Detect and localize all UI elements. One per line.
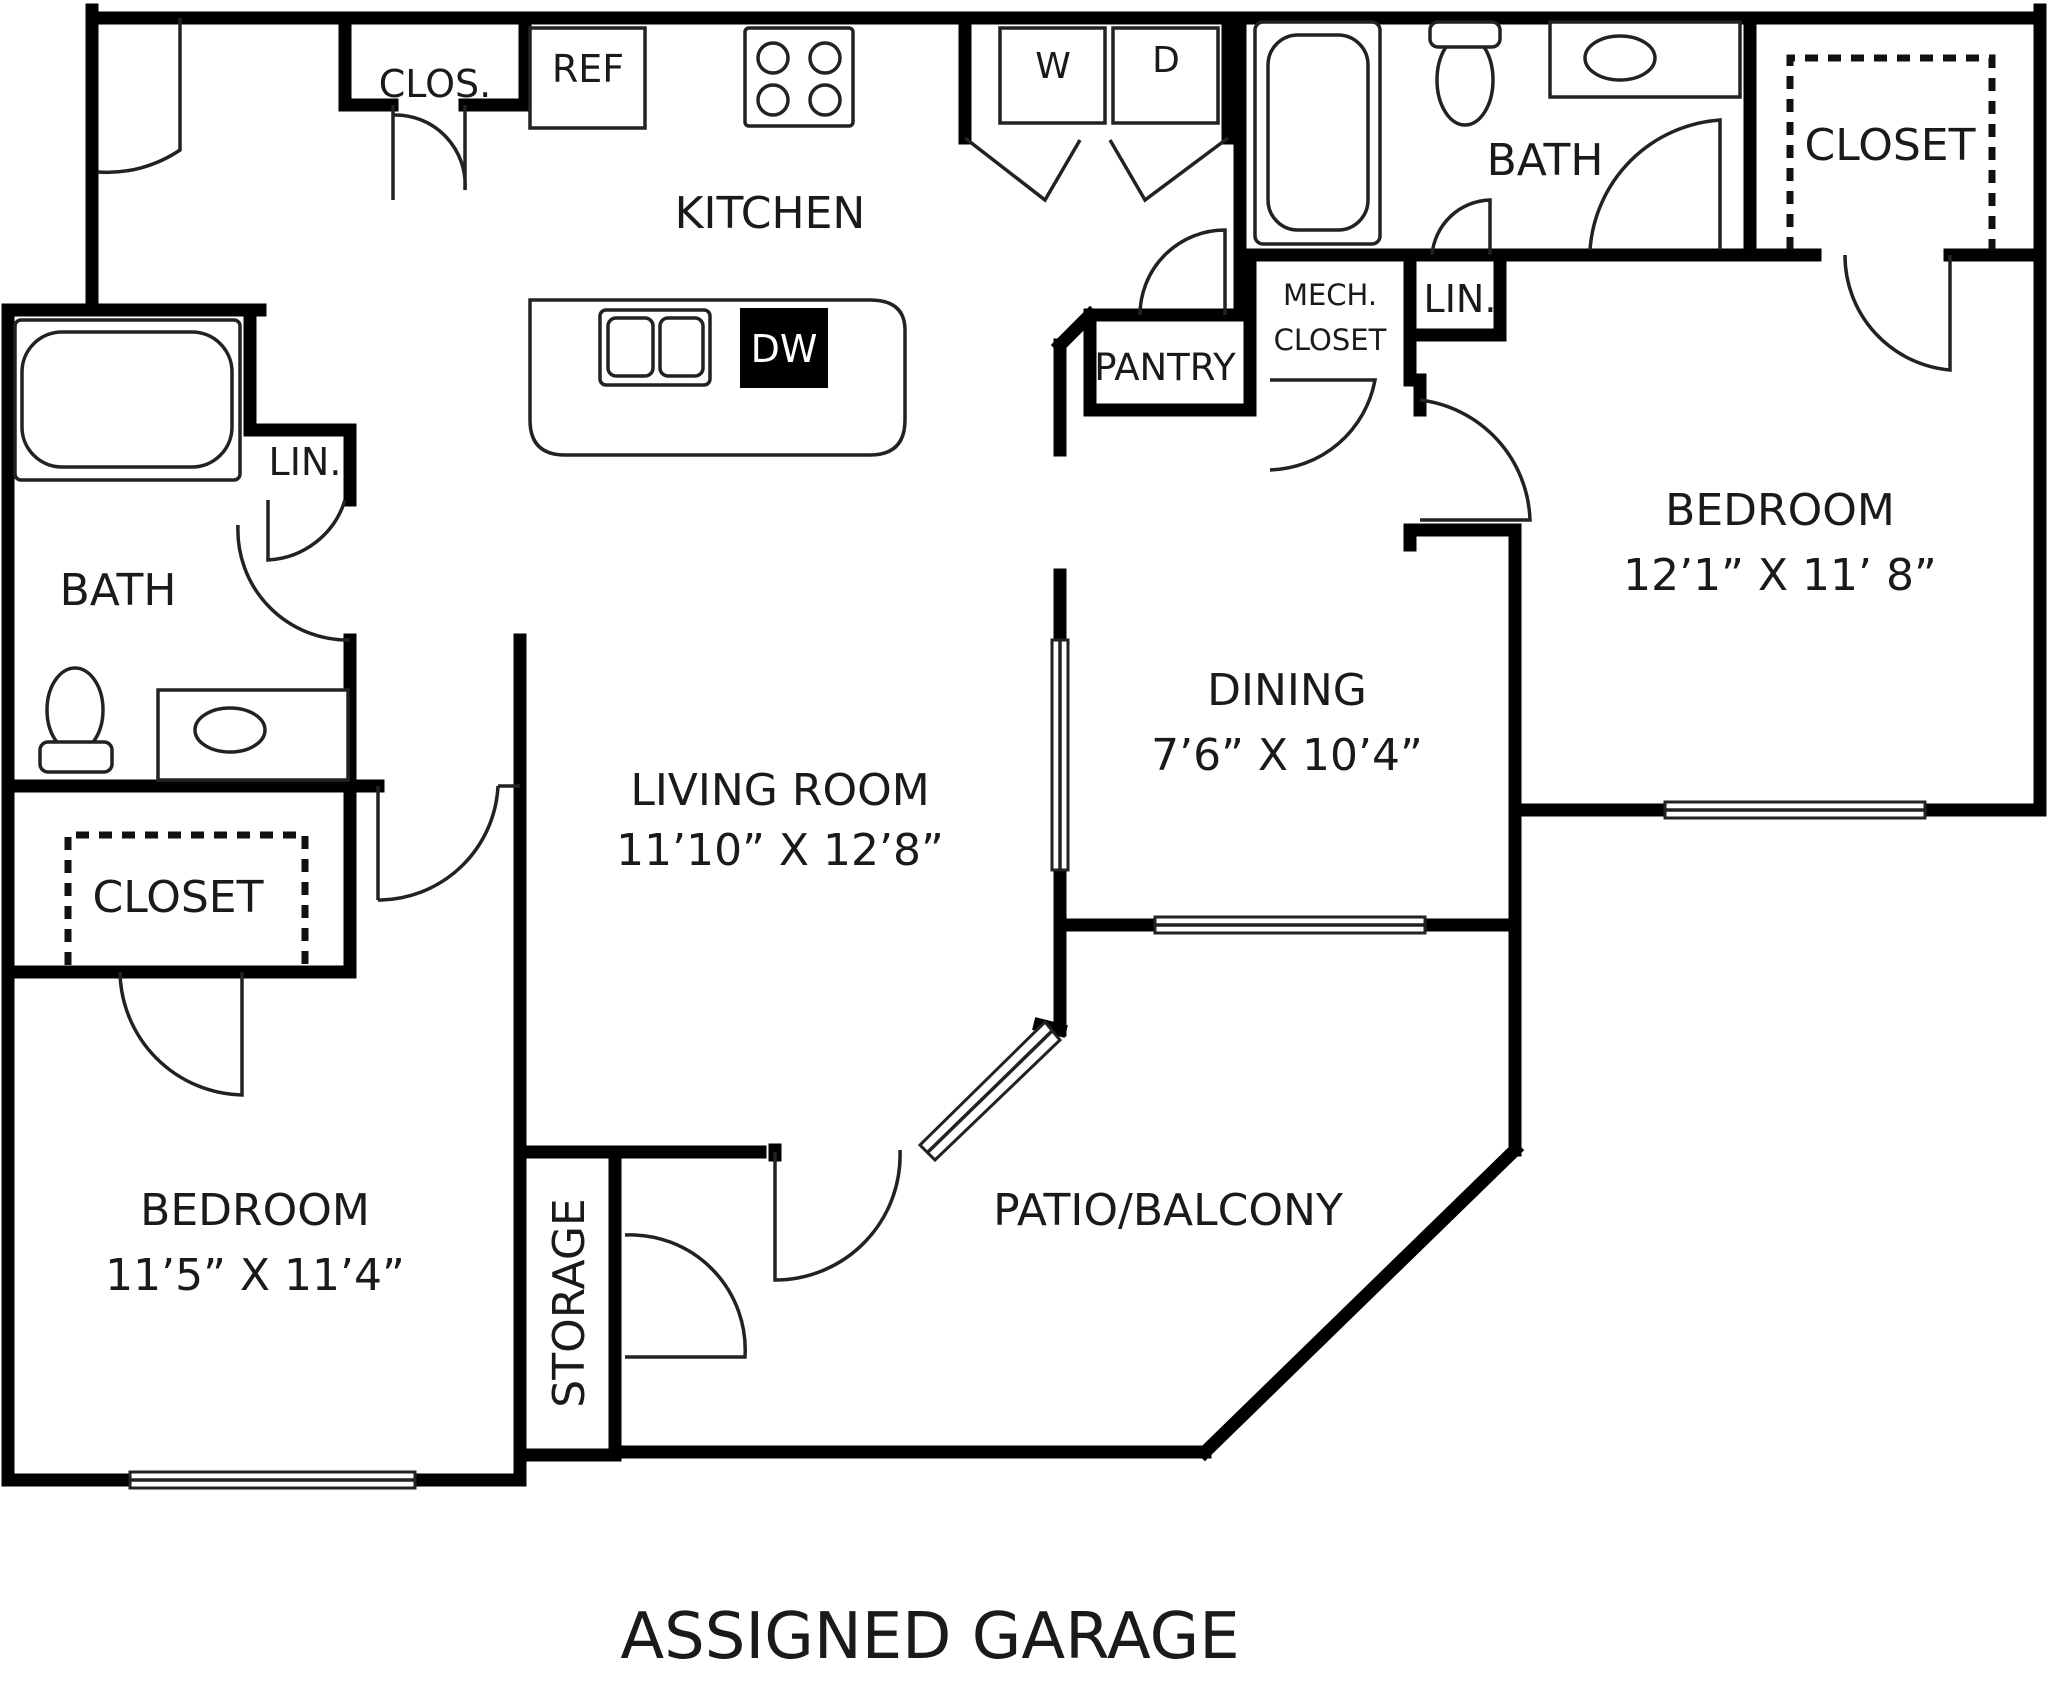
dining-label: DINING xyxy=(1207,665,1367,716)
dishwasher-label: DW xyxy=(751,327,818,371)
fixtures xyxy=(13,20,1742,782)
right-bedroom-label: BEDROOM xyxy=(1665,485,1895,536)
washer xyxy=(998,26,1107,125)
right-closet-label: CLOSET xyxy=(1805,120,1976,171)
clos-door xyxy=(392,105,467,191)
doors xyxy=(97,18,1952,1359)
dishwasher xyxy=(740,308,828,388)
left-lin-door xyxy=(266,499,347,562)
right-vanity xyxy=(1548,20,1742,99)
storage-label: STORAGE xyxy=(544,1198,595,1407)
dining-size: 7’6” X 10’4” xyxy=(1151,730,1423,781)
pantry-door xyxy=(1138,228,1227,316)
clos-label: CLOS. xyxy=(379,62,491,106)
living-room-size: 11’10” X 12’8” xyxy=(616,825,944,876)
stove xyxy=(743,26,855,128)
patio-door xyxy=(773,1149,902,1282)
right-bath-label: BATH xyxy=(1487,135,1604,186)
left-bath-label: BATH xyxy=(60,565,177,616)
kitchen-island xyxy=(528,298,907,457)
mech-label-1: MECH. xyxy=(1283,278,1377,312)
right-lin-door xyxy=(1430,198,1492,256)
dryer xyxy=(1111,26,1220,125)
patio-label: PATIO/BALCONY xyxy=(993,1185,1343,1236)
laundry-doors xyxy=(963,136,1230,203)
storage-door xyxy=(624,1233,747,1359)
left-lin-label: LIN. xyxy=(269,440,342,484)
left-toilet xyxy=(45,666,105,754)
left-vanity xyxy=(156,688,350,782)
right-closet-door xyxy=(1843,254,1952,372)
mech-label-2: CLOSET xyxy=(1274,323,1387,357)
left-bath-door xyxy=(236,524,351,642)
right-bedroom-door xyxy=(1419,398,1532,522)
washer-label: W xyxy=(1035,46,1071,87)
labels: KITCHEN LIVING ROOM 11’10” X 12’8” DININ… xyxy=(60,40,1976,1674)
right-bedroom-size: 12’1” X 11’ 8” xyxy=(1623,550,1937,601)
left-bedroom-door xyxy=(377,785,500,902)
left-closet-label: CLOSET xyxy=(93,872,264,923)
kitchen-label: KITCHEN xyxy=(675,188,866,239)
windows xyxy=(128,638,1927,1490)
right-lin-label: LIN. xyxy=(1424,277,1497,321)
closet-shelves xyxy=(64,54,1996,965)
left-closet-door xyxy=(118,971,244,1097)
pantry-label: PANTRY xyxy=(1094,346,1236,389)
mech-door xyxy=(1269,378,1378,472)
left-bedroom-size: 11’5” X 11’4” xyxy=(105,1250,405,1301)
left-bedroom-label: BEDROOM xyxy=(140,1185,370,1236)
assigned-garage-caption: ASSIGNED GARAGE xyxy=(620,1600,1239,1674)
dryer-label: D xyxy=(1152,40,1180,81)
entry-door xyxy=(97,18,182,175)
living-room-label: LIVING ROOM xyxy=(630,765,929,816)
ref-label: REF xyxy=(552,47,624,91)
refrigerator xyxy=(528,26,647,130)
right-bath-door xyxy=(1588,118,1722,251)
